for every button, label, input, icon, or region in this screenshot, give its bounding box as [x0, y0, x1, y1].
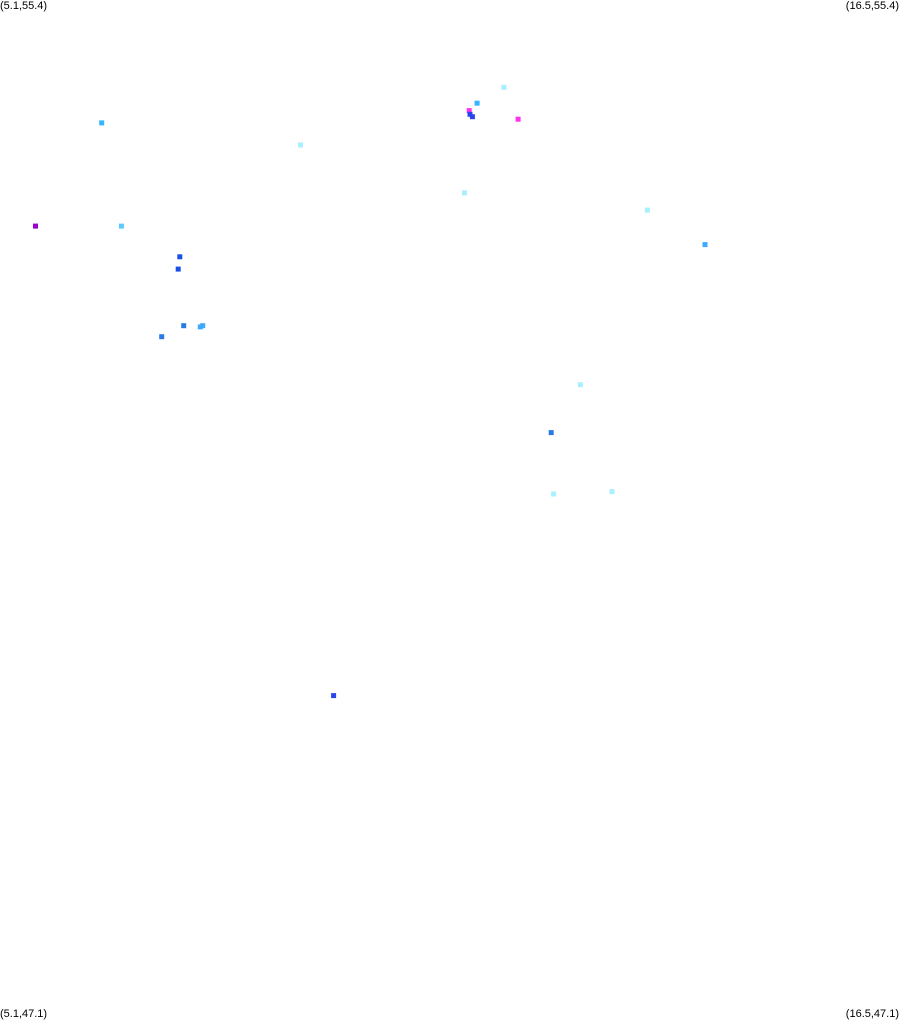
map-point — [331, 693, 337, 699]
map-point — [200, 323, 206, 329]
map-point — [551, 491, 557, 497]
map-point — [609, 489, 615, 495]
map-point — [181, 323, 187, 329]
corner-label-top-right: (16.5,55.4) — [845, 0, 899, 12]
map-point — [466, 108, 472, 114]
map-point — [462, 190, 467, 196]
map-point — [515, 116, 521, 122]
map-point — [577, 382, 583, 388]
map-point — [159, 334, 165, 340]
map-point — [118, 223, 124, 229]
map-point — [501, 84, 507, 90]
map-point — [548, 430, 554, 436]
map-point — [474, 100, 480, 106]
map-point — [175, 266, 181, 272]
corner-label-bottom-left: (5.1,47.1) — [0, 1008, 48, 1020]
map-point — [177, 254, 183, 260]
map-point — [99, 120, 105, 126]
map-point — [33, 223, 38, 229]
map-point — [702, 242, 708, 248]
map-point — [469, 114, 475, 120]
map-point — [644, 207, 650, 213]
corner-label-bottom-right: (16.5,47.1) — [845, 1008, 899, 1020]
corner-label-top-left: (5.1,55.4) — [0, 0, 48, 12]
map-point — [298, 142, 303, 148]
